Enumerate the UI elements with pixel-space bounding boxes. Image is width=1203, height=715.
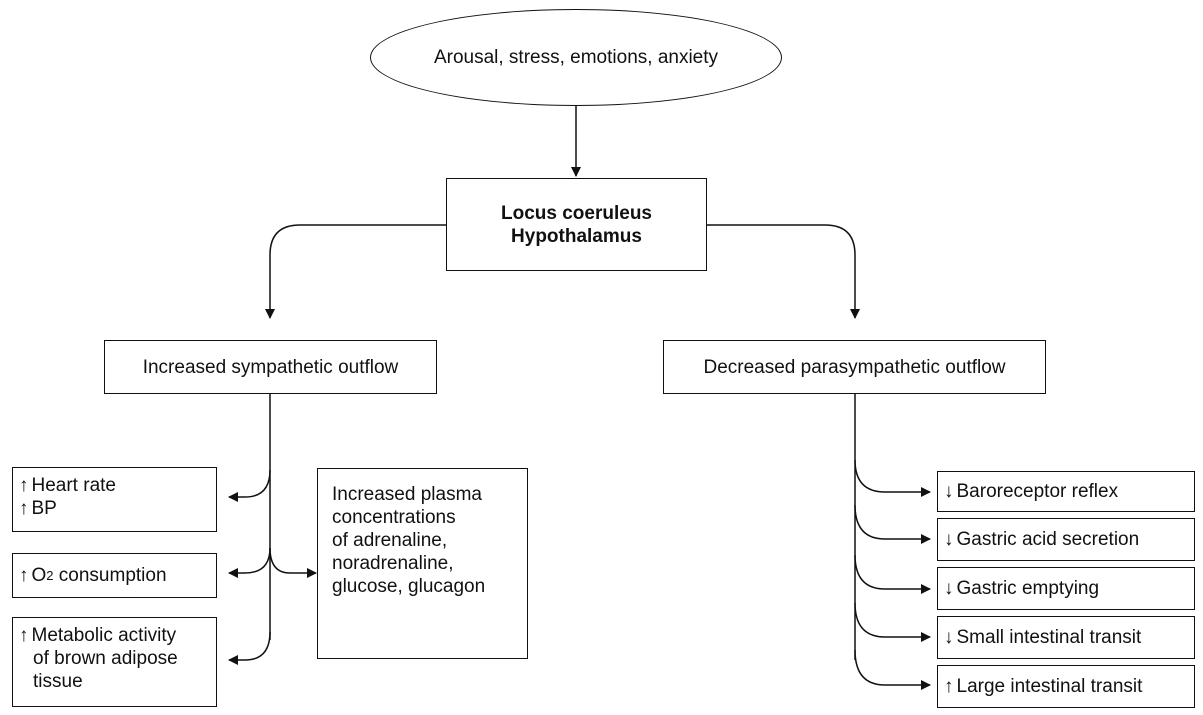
hypothalamus-label: Hypothalamus bbox=[511, 225, 642, 247]
large-intestinal-effect-box: ↑Large intestinal transit bbox=[937, 665, 1195, 708]
o2-label-post: consumption bbox=[53, 565, 167, 586]
metabolic-line3: tissue bbox=[33, 671, 83, 692]
arrow-to-large-intestinal bbox=[854, 649, 931, 690]
plasma-line1: Increased plasma bbox=[332, 484, 482, 505]
gastric-acid-label: Gastric acid secretion bbox=[956, 529, 1140, 550]
stimulus-ellipse: Arousal, stress, emotions, anxiety bbox=[370, 9, 782, 106]
up-arrow-icon: ↑ bbox=[19, 625, 29, 646]
arrow-to-gastric-acid bbox=[854, 504, 931, 544]
baroreceptor-effect-box: ↓Baroreceptor reflex bbox=[937, 471, 1195, 512]
plasma-line4: noradrenaline, bbox=[332, 553, 454, 574]
stimulus-text: Arousal, stress, emotions, anxiety bbox=[433, 46, 719, 68]
parasympathetic-outflow-box: Decreased parasympathetic outflow bbox=[663, 340, 1046, 394]
up-arrow-icon: ↑ bbox=[19, 475, 29, 496]
up-arrow-icon: ↑ bbox=[944, 676, 954, 697]
brain-centers-box: Locus coeruleus Hypothalamus bbox=[446, 178, 707, 271]
plasma-line3: of adrenaline, bbox=[332, 530, 448, 551]
plasma-line5: glucose, glucagon bbox=[332, 576, 486, 597]
sympathetic-outflow-box: Increased sympathetic outflow bbox=[104, 340, 437, 394]
cardio-effect-box: ↑Heart rate ↑BP bbox=[12, 467, 217, 532]
down-arrow-icon: ↓ bbox=[944, 578, 954, 599]
up-arrow-icon: ↑ bbox=[19, 565, 29, 586]
metabolic-line1: Metabolic activity bbox=[31, 625, 177, 646]
small-intestinal-label: Small intestinal transit bbox=[956, 627, 1142, 648]
metabolic-effect-box: ↑Metabolic activity of brown adipose tis… bbox=[12, 617, 217, 707]
down-arrow-icon: ↓ bbox=[944, 529, 954, 550]
arrow-to-baroreceptor bbox=[854, 459, 931, 497]
arrow-to-o2 bbox=[228, 547, 271, 578]
gastric-acid-effect-box: ↓Gastric acid secretion bbox=[937, 518, 1195, 561]
arrow-to-gastric-emptying bbox=[854, 554, 931, 594]
up-arrow-icon: ↑ bbox=[19, 498, 29, 519]
plasma-concentrations-box: Increased plasma concentrations of adren… bbox=[317, 468, 528, 659]
small-intestinal-effect-box: ↓Small intestinal transit bbox=[937, 616, 1195, 659]
heart-rate-label: Heart rate bbox=[31, 475, 116, 496]
gastric-emptying-label: Gastric emptying bbox=[956, 578, 1100, 599]
parasympathetic-label: Decreased parasympathetic outflow bbox=[703, 356, 1006, 378]
metabolic-line2: of brown adipose bbox=[33, 648, 178, 669]
sympathetic-label: Increased sympathetic outflow bbox=[142, 356, 399, 378]
o2-label-pre: O bbox=[31, 565, 47, 586]
down-arrow-icon: ↓ bbox=[944, 481, 954, 502]
baroreceptor-label: Baroreceptor reflex bbox=[956, 481, 1119, 502]
down-arrow-icon: ↓ bbox=[944, 627, 954, 648]
locus-coeruleus-label: Locus coeruleus bbox=[501, 202, 652, 224]
plasma-line2: concentrations bbox=[332, 507, 456, 528]
arrow-to-small-intestinal bbox=[854, 602, 931, 642]
arrow-to-metabolic bbox=[228, 631, 271, 665]
arrow-center-to-parasympathetic bbox=[707, 224, 860, 319]
arrow-center-to-sympathetic bbox=[265, 224, 446, 319]
large-intestinal-label: Large intestinal transit bbox=[956, 676, 1143, 697]
arrow-to-cardio bbox=[228, 469, 271, 502]
bp-label: BP bbox=[31, 498, 57, 519]
arrow-to-plasma bbox=[269, 547, 317, 578]
gastric-emptying-effect-box: ↓Gastric emptying bbox=[937, 567, 1195, 610]
o2-label-sub: 2 bbox=[46, 568, 54, 583]
